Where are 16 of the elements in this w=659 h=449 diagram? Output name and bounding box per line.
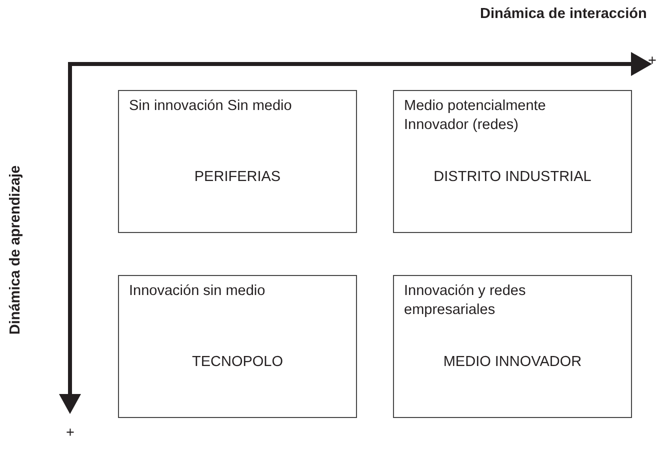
axis-title: Dinámica de aprendizaje	[7, 165, 24, 335]
quadrant-description: Medio potencialmente Innovador (redes)	[404, 97, 547, 135]
quadrant-box	[118, 90, 357, 233]
plus-sign: +	[66, 425, 74, 441]
quadrant-title: DISTRITO INDUSTRIAL	[432, 169, 592, 185]
quadrant-box	[393, 275, 632, 418]
quadrant-title: PERIFERIAS	[193, 169, 282, 185]
quadrant-title: MEDIO INNOVADOR	[442, 354, 583, 370]
quadrant-description: Innovación y redes empresariales	[404, 282, 527, 320]
quadrant-description: Innovación sin medio	[129, 282, 266, 301]
quadrant-box	[118, 275, 357, 418]
plus-sign: +	[648, 53, 656, 69]
axis-title: Dinámica de interacción	[480, 6, 647, 22]
quadrant-title: TECNOPOLO	[190, 354, 284, 370]
quadrant-description: Sin innovación Sin medio	[129, 97, 293, 116]
quadrant-box	[393, 90, 632, 233]
